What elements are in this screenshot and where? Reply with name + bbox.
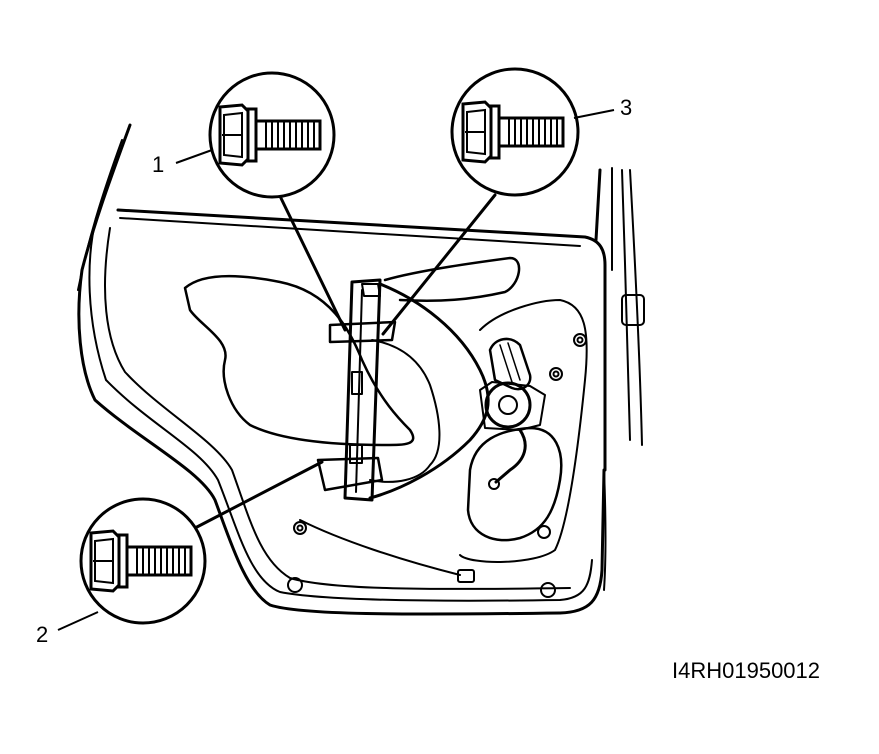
callout-circle-1: [208, 71, 336, 199]
door-outer-outline: [77, 123, 606, 616]
figure-code: I4RH01950012: [672, 658, 820, 683]
regulator-rail: [316, 278, 397, 502]
panel-contour: [299, 299, 588, 576]
door-frame-pillar: [594, 167, 645, 591]
callout-circle-2: [79, 497, 207, 625]
service-hole-lower-right: [466, 426, 563, 542]
callout-circle-3: [450, 67, 580, 197]
callout-label-2: 2: [36, 622, 48, 647]
leader-lines: [193, 190, 497, 530]
service-hole-upper-left: [183, 274, 415, 447]
window-motor: [479, 337, 546, 490]
regulator-cable: [368, 282, 490, 500]
callout-label-3: 3: [620, 95, 632, 120]
door-inner-panel: [104, 208, 607, 590]
callout-number-leaders: [57, 109, 615, 631]
callout-label-1: 1: [152, 152, 164, 177]
service-hole-center: [369, 256, 521, 483]
mounting-holes: [287, 333, 587, 598]
